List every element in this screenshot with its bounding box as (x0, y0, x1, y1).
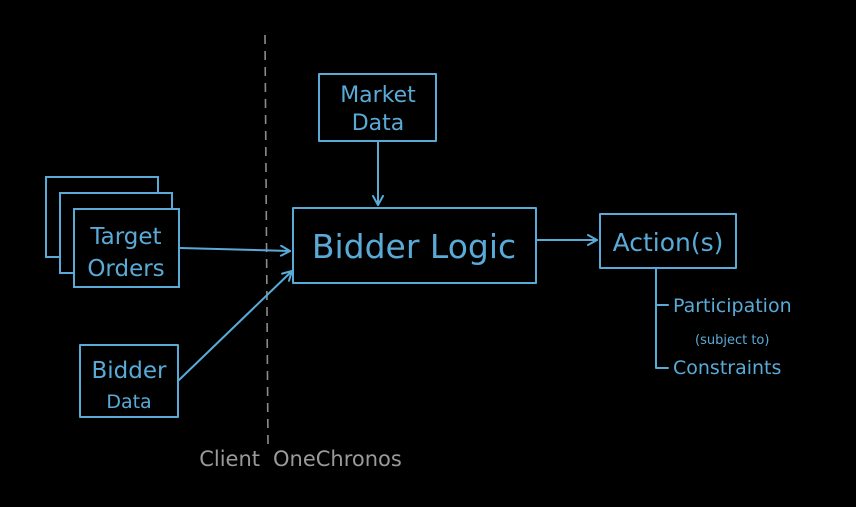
bidder-logic-node: Bidder Logic (292, 207, 537, 284)
bidder-logic-label: Bidder Logic (312, 227, 516, 266)
actions-label: Action(s) (613, 228, 724, 257)
target-orders-label-line2: Orders (87, 256, 164, 282)
arrow-orders-to-logic (179, 244, 291, 257)
bidder-data-label-line1: Bidder (92, 358, 168, 384)
client-label: Client (199, 447, 260, 471)
subject-to-label: (subject to) (695, 333, 769, 348)
actions-bracket (655, 268, 669, 369)
target-orders-node: Target Orders (45, 176, 180, 288)
market-data-label-line1: Market (340, 83, 416, 108)
market-data-node: Market Data (318, 73, 437, 142)
bidder-data-label-line2: Data (106, 391, 151, 413)
arrow-bidder-data-to-logic (178, 270, 293, 381)
client-divider-line (264, 34, 269, 448)
bidder-data-node: Bidder Data (79, 344, 179, 418)
target-orders-label-line1: Target (89, 224, 161, 250)
market-data-label-line2: Data (352, 111, 405, 136)
actions-node: Action(s) (599, 213, 737, 269)
onechronos-label: OneChronos (273, 447, 402, 471)
constraints-label: Constraints (673, 357, 781, 379)
participation-label: Participation (673, 295, 792, 317)
